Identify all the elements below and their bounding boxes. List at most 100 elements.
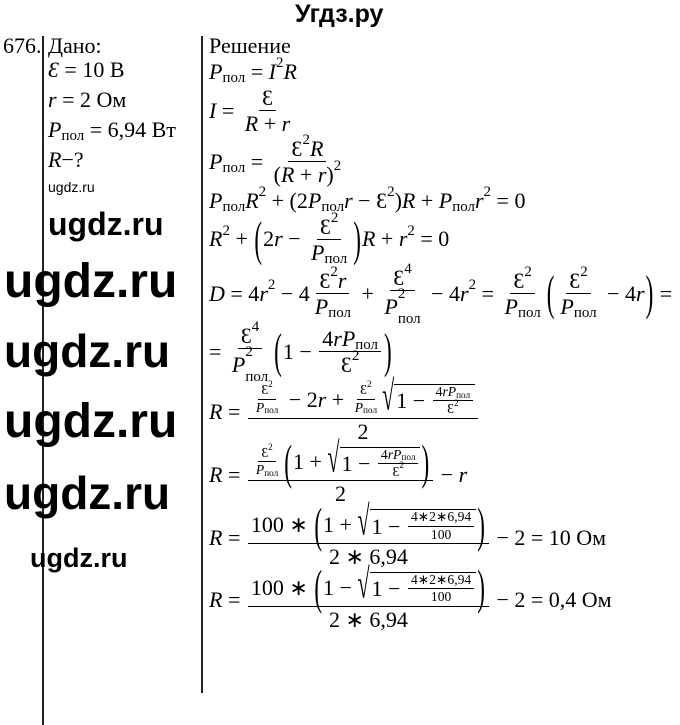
math-text: 4 — [380, 446, 388, 462]
math-variable: R — [280, 162, 295, 188]
math-text: − — [282, 226, 307, 252]
math-text: Ɛ — [513, 268, 525, 294]
math-indices: пол — [222, 193, 245, 214]
math-text: = — [216, 97, 240, 123]
math-variable: R — [209, 399, 223, 425]
math-variable: R — [244, 111, 259, 137]
math-text: 2 ∗ 6,94 — [328, 606, 408, 632]
math-indices: пол — [452, 193, 475, 214]
math-text: 2 — [335, 481, 347, 507]
math-indices: 4 — [404, 261, 411, 285]
math-text: − 4 — [425, 280, 461, 306]
math-variable: r — [460, 280, 469, 306]
math-indices: 2 — [454, 399, 459, 414]
math-variable: R — [309, 136, 324, 162]
math-text: 1 − — [371, 576, 406, 602]
math-subscript: пол — [452, 198, 475, 215]
math-text: 2 — [263, 226, 275, 252]
math-text: Ɛ — [319, 213, 331, 239]
math-subscript: пол — [222, 70, 246, 87]
site-title: Угдз.ру — [295, 0, 384, 28]
math-text: 4∗2∗6,94 — [410, 572, 472, 588]
math-variable: P — [393, 446, 402, 462]
left-paren: ( — [284, 434, 292, 490]
math-subscript: пол — [321, 198, 345, 215]
right-paren: ) — [477, 559, 485, 615]
fraction-numerator: Ɛ — [258, 86, 276, 112]
math-indices: 2 — [268, 380, 273, 395]
math-indices: 4 — [252, 319, 259, 343]
problem-number: 676. — [3, 33, 42, 58]
fraction-denominator: 100 — [428, 527, 454, 542]
math-text: + (2 — [266, 187, 308, 213]
left-paren: ( — [254, 210, 263, 266]
math-text: = — [222, 524, 246, 550]
math-superscript: 2 — [524, 264, 532, 281]
math-text: 1 − — [396, 388, 431, 414]
math-variable: R — [209, 226, 223, 252]
math-text: + — [229, 226, 254, 252]
math-variable: P — [384, 294, 398, 320]
math-text: − 4 — [275, 280, 310, 306]
math-variable: P — [341, 326, 356, 352]
fraction-denominator: R + r — [242, 111, 293, 135]
math-variable: P — [231, 352, 246, 378]
watermark: ugdz.ru — [4, 325, 171, 377]
math-indices: 2 — [407, 223, 414, 247]
math-variable: r — [48, 87, 57, 112]
math-indices: 2 — [268, 443, 273, 458]
math-variable: Ɛ — [48, 57, 59, 82]
math-text: + — [326, 386, 350, 412]
math-indices: 2 — [524, 265, 531, 288]
math-subscript: пол — [363, 406, 378, 417]
math-text: − 2 — [283, 386, 318, 412]
math-text: −? — [61, 147, 84, 172]
math-indices: 2 — [367, 380, 372, 395]
math-text: ( — [273, 162, 281, 188]
math-superscript: 2 — [267, 277, 276, 294]
fraction-denominator: 2 — [355, 419, 372, 442]
math-variable: P — [438, 187, 453, 213]
math-variable: P — [209, 59, 223, 84]
math-text: − 2 = 0,4 Ом — [490, 587, 612, 613]
math-indices: пол — [363, 403, 377, 417]
watermark: ugdz.ru — [48, 206, 164, 242]
left-paren: ( — [314, 497, 323, 552]
math-indices: 2 — [484, 184, 491, 208]
math-subscript: пол — [401, 453, 416, 464]
math-variable: P — [311, 239, 325, 265]
math-variable: R — [209, 524, 223, 550]
